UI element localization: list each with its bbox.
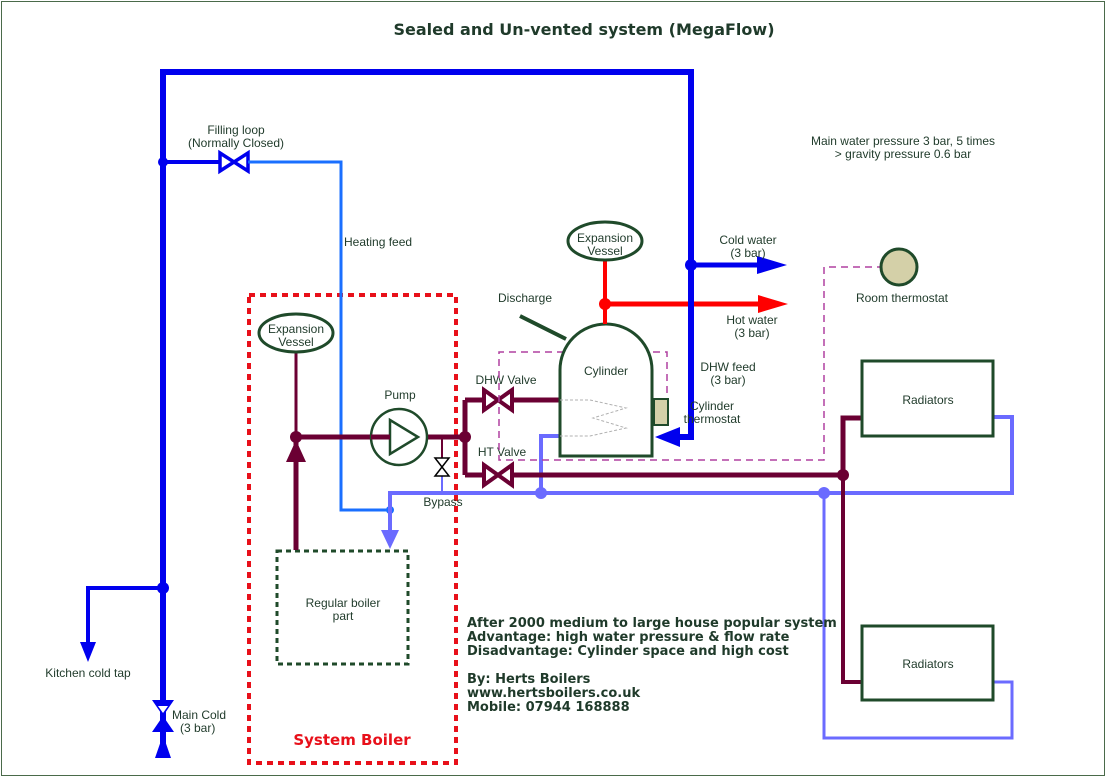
heating-feed-pipe <box>248 160 390 512</box>
ht-valve-icon[interactable] <box>482 461 514 489</box>
pump-label: Pump <box>384 388 416 402</box>
main-cold-label-2: (3 bar) <box>180 721 215 735</box>
junction-cyl-return <box>535 487 547 499</box>
cold-water-label-1: Cold water <box>719 233 776 247</box>
heating-feed-label: Heating feed <box>344 235 412 249</box>
junction-hot <box>599 298 611 310</box>
bypass-label: Bypass <box>423 495 462 509</box>
discharge-pipe <box>519 314 567 341</box>
hot-water-label-1: Hot water <box>726 313 777 327</box>
system-boiler-boundary <box>247 293 458 765</box>
kitchen-cold-tap-label: Kitchen cold tap <box>45 666 131 680</box>
regular-boiler-part <box>275 549 410 666</box>
filling-loop-label-2: (Normally Closed) <box>188 136 284 150</box>
return-pipe <box>388 415 1014 545</box>
cylinder-expansion-vessel <box>566 220 644 262</box>
room-thermostat[interactable] <box>879 247 919 287</box>
cold-water-label-2: (3 bar) <box>730 246 765 260</box>
dhw-feed-arrow <box>655 427 680 447</box>
regular-boiler-label-1: Regular boiler <box>306 596 381 610</box>
note-line: By: Herts Boilers <box>467 672 591 687</box>
regular-boiler-label-2: part <box>333 609 354 623</box>
kitchen-tap-arrow <box>80 642 96 662</box>
pressure-note-1: Main water pressure 3 bar, 5 times <box>811 134 995 148</box>
cylinder-return-pipe <box>539 434 560 493</box>
junction-rad-return <box>818 487 830 499</box>
ht-flow-pipe <box>465 415 862 478</box>
main-cold-label-1: Main Cold <box>172 708 226 722</box>
note-line: Disadvantage: Cylinder space and high co… <box>467 644 789 659</box>
boiler-expansion-label-1: Expansion <box>268 322 324 336</box>
note-line: www.hertsboilers.co.uk <box>467 686 640 701</box>
cold-water-arrow <box>757 256 787 274</box>
junction-rad-flow <box>837 469 849 481</box>
cylinder-expansion-label-1: Expansion <box>577 231 633 245</box>
filling-loop-label-1: Filling loop <box>207 123 265 137</box>
hot-water-label-2: (3 bar) <box>734 326 769 340</box>
hot-water-arrow <box>758 295 788 313</box>
junction-cold <box>685 259 697 271</box>
main-cold-inlet-arrow <box>155 735 171 758</box>
boiler-expansion-label-2: Vessel <box>278 335 313 349</box>
cylinder <box>558 322 654 458</box>
filling-loop-valve-icon[interactable] <box>218 149 250 175</box>
dhw-feed-label-1: DHW feed <box>700 360 755 374</box>
cylinder-expansion-label-2: Vessel <box>587 244 622 258</box>
kitchen-cold-pipe <box>86 586 163 645</box>
note-line: Advantage: high water pressure & flow ra… <box>467 630 790 645</box>
ht-valve-label: HT Valve <box>478 445 527 459</box>
junction-filling <box>158 157 168 167</box>
dhw-valve-label: DHW Valve <box>475 373 536 387</box>
bypass-valve-icon[interactable] <box>433 457 451 477</box>
boiler-expansion-vessel <box>257 312 335 354</box>
cylinder-thermostat[interactable] <box>653 398 669 426</box>
note-line: After 2000 medium to large house popular… <box>467 616 837 631</box>
system-boiler-label: System Boiler <box>293 731 411 749</box>
mains-cold-pipe <box>160 69 694 755</box>
radiator-upper <box>860 359 995 438</box>
radiator2-flow-pipe <box>841 475 862 684</box>
junction-kitchen <box>157 582 169 594</box>
radiator-lower-label: Radiators <box>902 657 953 671</box>
control-wiring <box>498 266 880 461</box>
heat-coil <box>560 399 628 437</box>
radiator-upper-label: Radiators <box>902 393 953 407</box>
diagram-title: Sealed and Un-vented system (MegaFlow) <box>393 20 774 39</box>
flow-arrow <box>286 440 306 462</box>
junction-valves <box>459 431 471 443</box>
room-thermostat-label: Room thermostat <box>856 291 949 305</box>
notes-block: After 2000 medium to large house popular… <box>467 616 837 715</box>
pressure-note-2: > gravity pressure 0.6 bar <box>835 147 971 161</box>
note-line: Mobile: 07944 168888 <box>467 700 630 715</box>
radiator-lower <box>860 624 995 702</box>
radiator2-return-pipe <box>822 493 1014 740</box>
junction-flow <box>290 431 302 443</box>
cylinder-thermostat-label-2: thermostat <box>684 412 741 426</box>
dhw-valve-icon[interactable] <box>482 386 514 414</box>
cylinder-thermostat-label-1: Cylinder <box>690 399 734 413</box>
main-cold-valve-icon[interactable] <box>152 700 174 732</box>
cylinder-label: Cylinder <box>584 364 628 378</box>
dhw-feed-label-2: (3 bar) <box>710 373 745 387</box>
return-arrow <box>381 530 399 549</box>
discharge-label: Discharge <box>498 291 552 305</box>
